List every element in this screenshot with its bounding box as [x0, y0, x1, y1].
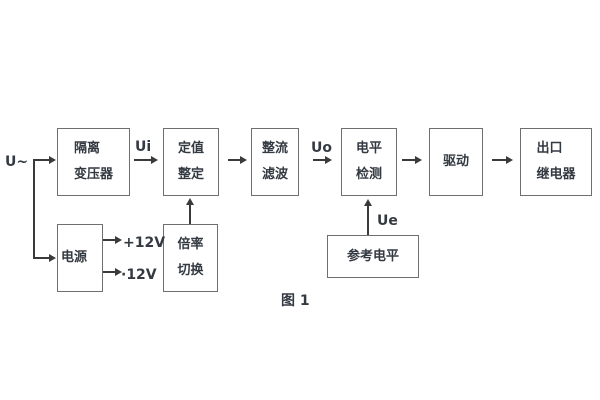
uo-label: Uo	[311, 140, 332, 156]
block-text-line: 整定	[177, 167, 204, 182]
block-output-relay: 出口 继电器	[520, 128, 592, 196]
block-text-line: 电源	[61, 250, 88, 265]
block-text-line: 检测	[355, 167, 382, 182]
block-setpoint-setting-label: 定值 整定	[178, 136, 204, 188]
block-drive: 驱动	[429, 128, 483, 196]
block-level-detection-label: 电平 检测	[356, 136, 382, 188]
uo-arrow	[313, 155, 332, 164]
block-ratio-switch-label: 倍率 切换	[177, 232, 203, 284]
ue-arrow	[363, 199, 372, 235]
block-isolation-transformer: 隔离 变压器	[57, 128, 130, 196]
block-text-line: 电平	[355, 141, 382, 156]
block-reference-level-label: 参考电平	[347, 244, 399, 270]
ratio-to-setpoint-arrow	[185, 198, 194, 224]
ui-arrow	[134, 155, 158, 164]
setpoint-to-rectifier-arrow	[228, 155, 247, 164]
input-voltage-label: U~	[5, 154, 29, 170]
block-text-line: 出口	[536, 141, 563, 156]
block-rectifier-filter-label: 整流 滤波	[262, 136, 288, 188]
block-text-line: 定值	[177, 141, 204, 156]
block-text-line: 隔离	[73, 141, 100, 156]
block-text-line: 继电器	[536, 167, 576, 182]
block-ratio-switch: 倍率 切换	[163, 224, 218, 292]
block-text-line: 变压器	[73, 167, 113, 182]
figure-caption: 图 1	[281, 293, 310, 309]
block-output-relay-label: 出口 继电器	[536, 136, 575, 188]
block-text-line: 切换	[177, 263, 204, 278]
block-power-supply-label: 电源	[61, 245, 87, 271]
block-setpoint-setting: 定值 整定	[163, 128, 219, 196]
block-text-line: 驱动	[442, 154, 469, 169]
block-level-detection: 电平 检测	[341, 128, 397, 196]
block-rectifier-filter: 整流 滤波	[251, 128, 299, 196]
block-text-line: 参考电平	[346, 248, 399, 264]
input-branch-vline	[33, 160, 35, 258]
block-isolation-transformer-label: 隔离 变压器	[74, 136, 113, 188]
block-reference-level: 参考电平	[327, 235, 419, 278]
ui-label: Ui	[135, 139, 152, 155]
input-arrow-to-transformer	[33, 155, 56, 164]
drive-to-output-arrow	[492, 155, 513, 164]
minus12v-label: ·12V	[121, 267, 157, 283]
plus12v-arrow	[103, 235, 122, 244]
plus12v-label: +12V	[123, 235, 166, 251]
ue-label: Ue	[377, 213, 398, 229]
level-to-drive-arrow	[402, 155, 422, 164]
block-text-line: 倍率	[177, 237, 204, 252]
block-text-line: 整流	[261, 141, 288, 156]
block-power-supply: 电源	[57, 224, 103, 292]
block-drive-label: 驱动	[443, 149, 469, 175]
block-text-line: 滤波	[261, 167, 288, 182]
input-arrow-to-power	[33, 253, 56, 262]
minus12v-arrow	[103, 267, 122, 276]
